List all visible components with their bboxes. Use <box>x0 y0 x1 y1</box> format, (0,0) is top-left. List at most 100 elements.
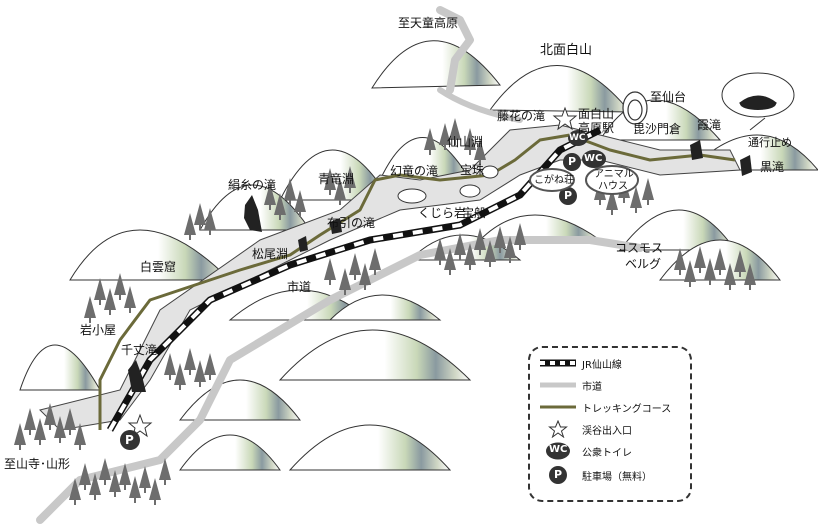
tree-icon <box>339 268 351 290</box>
label-bishamon-gura: 毘沙門倉 <box>633 122 682 136</box>
parking-icon: P <box>540 466 576 484</box>
parking-marker-text: P <box>125 433 134 447</box>
toilet-marker-text: WC <box>569 133 586 143</box>
tree-icon <box>642 178 654 200</box>
tree-trunk <box>79 445 81 450</box>
tree-icon <box>674 248 686 270</box>
tree-icon <box>174 363 186 385</box>
tree-icon <box>24 408 36 430</box>
tree-icon <box>439 123 451 145</box>
label-takara-fune: 宝船 <box>462 206 487 220</box>
trek-line-icon <box>540 398 576 416</box>
tree-icon <box>494 226 506 248</box>
tree-trunk <box>189 235 191 240</box>
legend-row-parking: P 駐車場（無料） <box>540 466 652 484</box>
tree-icon <box>104 288 116 310</box>
waterfalls <box>128 140 752 392</box>
tree-trunk <box>689 282 691 287</box>
star-icon <box>540 420 576 438</box>
facility-markers <box>120 130 639 450</box>
tree-trunk <box>84 485 86 490</box>
tree-trunk <box>729 285 731 290</box>
label-station-2: 高原駅 <box>578 121 615 135</box>
legend-row-entrance: 渓谷出入口 <box>540 420 632 438</box>
tree-icon <box>114 273 126 295</box>
waterfall-icon <box>690 140 703 160</box>
tree-trunk <box>479 250 481 255</box>
label-to-yamadera: 至山寺･山形 <box>4 457 71 471</box>
mountain-tendo <box>371 40 502 89</box>
label-to-sendai: 至仙台 <box>650 90 687 104</box>
tree-icon <box>184 213 196 235</box>
mountain-low3 <box>179 434 281 471</box>
tree-icon <box>79 463 91 485</box>
tree-trunk <box>719 270 721 275</box>
entrance-star-icon <box>552 106 578 131</box>
label-kogane-so: こがね荘 <box>534 175 574 186</box>
toilet-marker-text: WC <box>584 153 603 164</box>
label-iwagoya: 岩小屋 <box>80 323 117 337</box>
tree-trunk <box>134 498 136 503</box>
tree-trunk <box>354 275 356 280</box>
tree-icon <box>164 353 176 375</box>
parking-marker-icon <box>563 153 581 171</box>
tree-trunk <box>199 225 201 230</box>
tree-icon <box>109 470 121 492</box>
tree-trunk <box>429 150 431 155</box>
tree-trunk <box>469 265 471 270</box>
trees <box>14 118 756 505</box>
tree-icon <box>449 118 461 140</box>
tree-icon <box>734 250 746 272</box>
tree-trunk <box>169 375 171 380</box>
label-cosmos-berg-1: コスモス <box>615 241 664 255</box>
tree-trunk <box>499 248 501 253</box>
tree-trunk <box>454 140 456 145</box>
label-senzan-fuchi: 仙山淵 <box>447 135 484 149</box>
tree-icon <box>474 138 486 160</box>
tree-icon <box>474 228 486 250</box>
tree-trunk <box>339 200 341 205</box>
label-hakuun-kutsu: 白雲窟 <box>140 260 177 274</box>
label-kujira-iwa: くじら岩 <box>418 206 467 220</box>
label-nunobiki-no-taki: 布引の滝 <box>327 216 376 230</box>
tree-icon <box>14 423 26 445</box>
label-seiryu-fuchi: 青竜淵 <box>318 172 355 186</box>
tree-trunk <box>329 190 331 195</box>
legend-row-trek: トレッキングコース <box>540 398 671 416</box>
tunnel <box>622 91 648 125</box>
city-road-upper <box>437 87 523 123</box>
tree-icon <box>194 203 206 225</box>
mountain-center <box>278 329 472 381</box>
tree-trunk <box>599 200 601 205</box>
tree-trunk <box>749 285 751 290</box>
waterfall-icon <box>128 360 146 392</box>
label-to-tendo-kogen: 至天童高原 <box>398 16 459 30</box>
tree-trunk <box>459 255 461 260</box>
tree-icon <box>434 238 446 260</box>
tree-icon <box>74 423 86 445</box>
tree-icon <box>334 178 346 200</box>
waterfall-icon <box>244 195 262 232</box>
tree-trunk <box>189 370 191 375</box>
tree-icon <box>64 408 76 430</box>
tree-icon <box>344 166 356 188</box>
tree-icon <box>99 458 111 480</box>
tree-icon <box>124 286 136 308</box>
label-shido: 市道 <box>287 280 312 294</box>
toilet-icon-text: WC <box>549 444 568 455</box>
legend-road-label: 市道 <box>582 381 602 393</box>
tree-trunk <box>69 430 71 435</box>
tree-icon <box>606 188 618 210</box>
tree-icon <box>159 458 171 480</box>
tree-trunk <box>519 245 521 250</box>
legend-row-jr: JR仙山線 <box>540 354 622 372</box>
jr-line <box>106 126 602 432</box>
tree-trunk <box>119 295 121 300</box>
tree-trunk <box>19 445 21 450</box>
parking-marker-text: P <box>568 155 577 168</box>
city-road <box>36 6 644 524</box>
tree-icon <box>484 240 496 262</box>
tree-trunk <box>209 230 211 235</box>
tree-icon <box>54 416 66 438</box>
legend-entrance-label: 渓谷出入口 <box>582 425 632 437</box>
